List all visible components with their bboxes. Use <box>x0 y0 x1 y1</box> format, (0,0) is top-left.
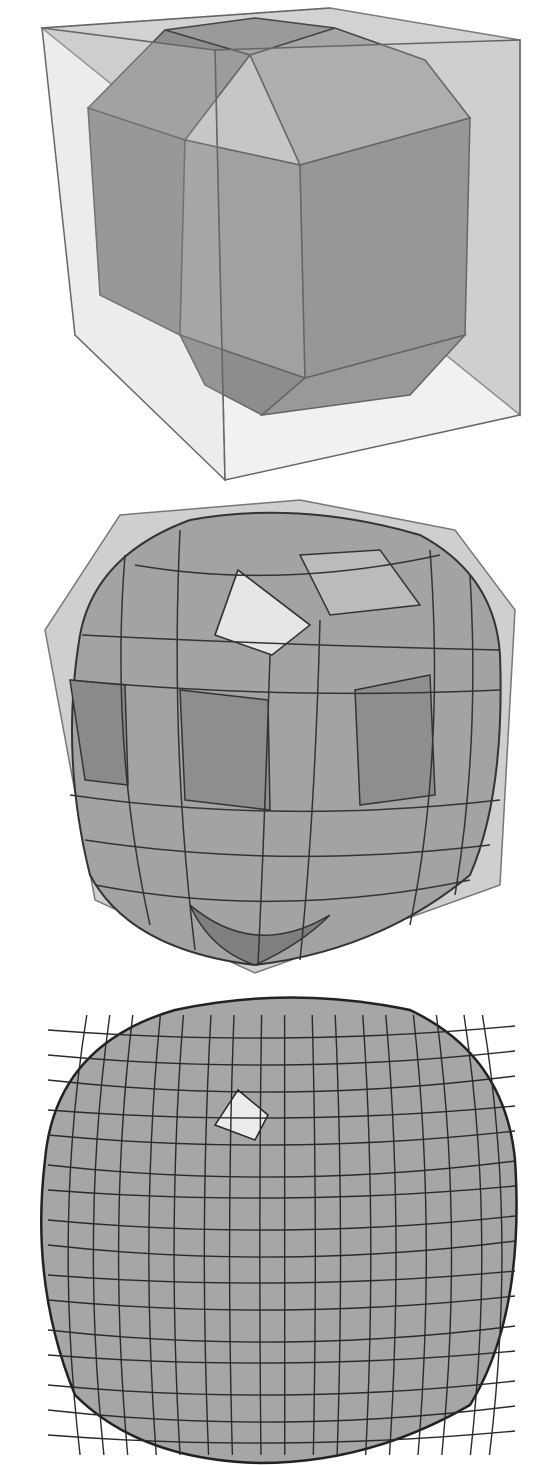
subdivided-twice-svg <box>0 985 559 1465</box>
front-panel-right <box>355 675 435 805</box>
subdivided-once-svg <box>0 495 559 980</box>
panel-subdivided-once <box>0 495 559 980</box>
cage-front-left-face <box>42 28 225 480</box>
initial-cage-svg <box>0 0 559 490</box>
panel-initial-cage <box>0 0 559 490</box>
cage-front-right-face <box>215 40 520 480</box>
panel-subdivided-twice <box>0 985 559 1465</box>
front-panel-center <box>180 690 270 810</box>
rounded-body <box>72 513 501 965</box>
